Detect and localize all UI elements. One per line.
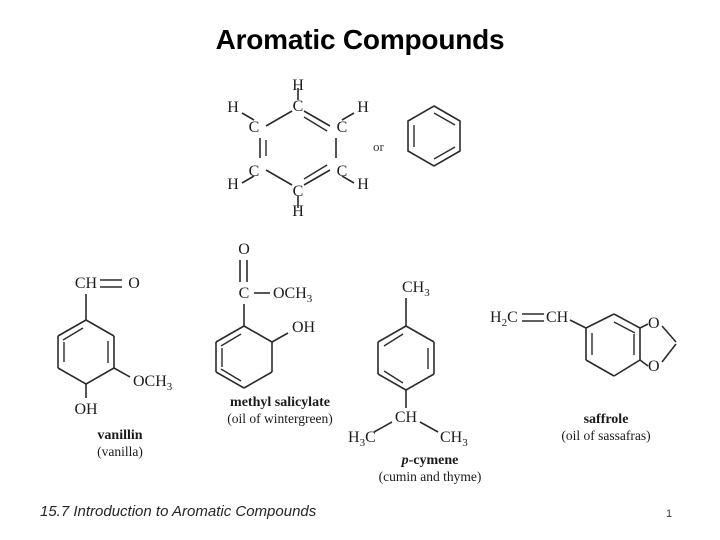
methyl-salicylate-structure-svg: O C OCH3: [215, 241, 316, 389]
vanillin-ring-bonds: [57, 319, 115, 385]
footer-section-label: 15.7 Introduction to Aromatic Compounds: [40, 503, 317, 520]
benzene-hydrogen-lower-right: H: [357, 176, 369, 193]
compound-vanillin: CH O OCH3: [38, 262, 208, 460]
saffrole-oxygen-top-label: O: [648, 315, 660, 332]
vanillin-structure-svg: CH O OCH3: [57, 275, 173, 418]
methylsal-ester-carbon-label: C: [239, 285, 250, 302]
benzene-double-bond-lines: [265, 116, 328, 180]
saffrole-source: (oil of sassafras): [561, 428, 651, 444]
saffrole-caption: saffrole (oil of sassafras): [514, 412, 698, 444]
methyl-salicylate-name: methyl salicylate: [230, 395, 330, 410]
benzene-carbon-top: C: [293, 98, 304, 115]
methylsal-aromatic-inner-lines: [220, 333, 242, 382]
vanillin-methoxy-bond: [113, 367, 131, 378]
methylsal-carbonyl-oxygen-label: O: [238, 241, 250, 258]
saffrole-vinyl-ch-label: CH: [546, 309, 569, 326]
benzene-skeletal-hexagon: [407, 105, 461, 167]
vanillin-caption: vanillin (vanilla): [32, 428, 208, 460]
saffrole-vinyl-ch2-label: H2C: [490, 309, 518, 329]
pcymene-left-methyl-bond: [373, 421, 393, 433]
benzene-hydrogen-upper-right: H: [357, 99, 369, 116]
benzene-carbon-lower-left: C: [249, 163, 260, 180]
methylsal-hydroxyl-bond: [271, 332, 289, 343]
benzene-carbon-upper-left: C: [249, 119, 260, 136]
or-label: or: [373, 139, 384, 154]
pcymene-aromatic-inner-lines: [383, 333, 429, 384]
compound-methyl-salicylate: O C OCH3: [196, 236, 364, 427]
pcymene-right-methyl-bond: [419, 421, 439, 433]
saffrole-dioxole-bonds: [639, 323, 677, 367]
saffrole-ring-bonds: [585, 313, 641, 377]
benzene-ch-bonds: [241, 88, 355, 208]
methyl-salicylate-source: (oil of wintergreen): [227, 411, 333, 427]
saffrole-structure-svg: H2C CH O O: [490, 309, 677, 377]
benzene-structure-figure: C C C C C C H H H H H H or: [227, 77, 478, 220]
saffrole-name: saffrole: [583, 412, 629, 427]
p-cymene-source: (cumin and thyme): [378, 469, 482, 485]
methyl-salicylate-caption: methyl salicylate (oil of wintergreen): [196, 395, 364, 427]
methylsal-methoxy-label: OCH3: [273, 285, 313, 305]
compound-saffrole: H2C CH O O: [488, 298, 698, 444]
p-cymene-structure-svg: CH3 CH H3C CH3: [348, 279, 468, 449]
benzene-ring-bonds: [259, 110, 337, 186]
methylsal-ring-bonds: [215, 325, 273, 389]
p-cymene-italic-prefix: p: [401, 453, 409, 468]
saffrole-vinyl-ring-bond: [569, 319, 587, 329]
pcymene-ring-bonds: [377, 325, 435, 391]
page-title: Aromatic Compounds: [215, 24, 505, 55]
footer-page-number: 1: [666, 508, 673, 520]
benzene-carbon-lower-right: C: [337, 163, 348, 180]
pcymene-right-methyl-label: CH3: [440, 429, 468, 449]
p-cymene-name: p-cymene: [346, 453, 514, 469]
benzene-hydrogen-upper-left: H: [227, 99, 239, 116]
benzene-carbon-upper-right: C: [337, 119, 348, 136]
methylsal-hydroxyl-label: OH: [292, 319, 316, 336]
benzene-kekule-svg: C C C C C C H H H H H H: [227, 77, 461, 220]
vanillin-aldehyde-carbon-label: CH: [75, 275, 98, 292]
pcymene-methine-label: CH: [395, 409, 418, 426]
compound-p-cymene: CH3 CH H3C CH3: [346, 272, 514, 485]
vanillin-aromatic-inner-lines: [62, 327, 109, 363]
saffrole-aromatic-inner-lines: [591, 321, 636, 355]
p-cymene-name-rest: -cymene: [408, 453, 459, 468]
benzene-hydrogen-lower-left: H: [227, 176, 239, 193]
saffrole-oxygen-bottom-label: O: [648, 358, 660, 375]
benzene-carbon-bottom: C: [293, 183, 304, 200]
vanillin-source: (vanilla): [97, 444, 143, 460]
benzene-hydrogen-top: H: [292, 77, 304, 94]
p-cymene-caption: p-cymene (cumin and thyme): [346, 453, 514, 485]
benzene-hydrogen-bottom: H: [292, 203, 304, 220]
vanillin-aldehyde-oxygen-label: O: [128, 275, 140, 292]
vanillin-name: vanillin: [97, 428, 143, 443]
pcymene-top-methyl-label: CH3: [402, 279, 430, 299]
vanillin-hydroxyl-label: OH: [74, 401, 98, 418]
vanillin-methoxy-label: OCH3: [133, 373, 173, 393]
pcymene-left-methyl-label: H3C: [348, 429, 376, 449]
